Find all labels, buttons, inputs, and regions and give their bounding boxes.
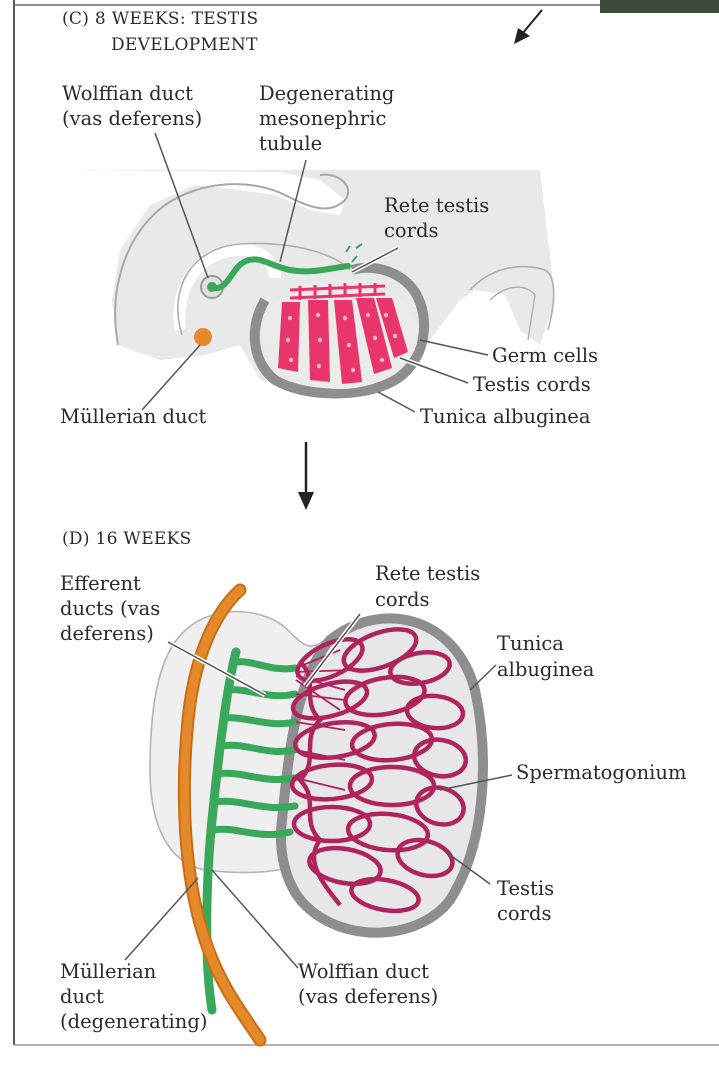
label-c-wolffian-1: Wolffian duct [62,82,193,105]
label-d-mullerian-1: Müllerian [60,960,157,983]
label-d-efferent-1: Efferent [60,572,141,595]
label-d-spermatogonium: Spermatogonium [516,761,686,784]
label-d-tunica-1: Tunica [497,632,564,655]
label-c-mullerian: Müllerian duct [60,405,206,428]
label-d-tunica-2: albuginea [497,658,595,681]
label-d-wolffian-1: Wolffian duct [298,960,429,983]
label-d-rete-2: cords [375,588,429,611]
label-c-degenerating-1: Degenerating [259,82,394,105]
panel-c-mullerian-duct [194,328,212,346]
label-c-degenerating-3: tubule [259,132,322,155]
label-d-wolffian-2: (vas deferens) [298,985,438,1008]
label-d-testis-1: Testis [497,877,554,900]
label-d-mullerian-3: (degenerating) [60,1010,207,1033]
label-c-rete-2: cords [384,219,438,242]
label-d-mullerian-2: duct [60,985,104,1008]
label-d-testis-2: cords [497,902,551,925]
panel-d-title: (D) 16 WEEKS [62,529,192,549]
label-d-efferent-2: ducts (vas [60,597,160,620]
label-c-testis-cords: Testis cords [473,373,591,396]
label-c-germ-cells: Germ cells [492,344,598,367]
panel-c-title-line2: DEVELOPMENT [111,35,258,55]
label-d-efferent-3: deferens) [60,622,154,645]
panel-c-title-line1: (C) 8 WEEKS: TESTIS [62,9,258,29]
label-c-degenerating-2: mesonephric [259,107,386,130]
corner-dark-block [600,0,719,13]
label-c-rete-1: Rete testis [384,194,489,217]
label-c-wolffian-2: (vas deferens) [62,107,202,130]
label-c-tunica: Tunica albuginea [420,405,591,428]
label-d-rete-1: Rete testis [375,562,480,585]
